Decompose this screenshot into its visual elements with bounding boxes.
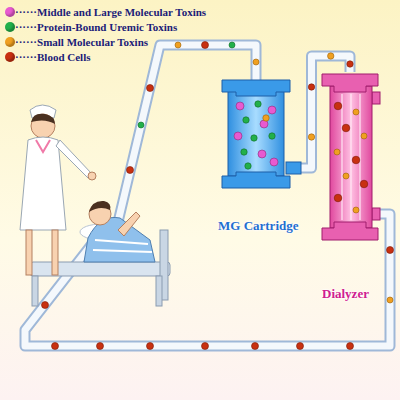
legend: ······Middle and Large Molecular Toxins ·… (5, 4, 206, 64)
legend-text: ······Protein-Bound Uremic Toxins (15, 21, 177, 33)
legend-text: ······Blood Cells (15, 51, 91, 63)
tube-particles (42, 42, 394, 350)
patient (84, 201, 155, 262)
legend-entry: ······Small Molecular Toxins (5, 34, 206, 49)
dialyzer-shape (322, 72, 378, 242)
legend-swatch (5, 7, 15, 17)
node-label: MG Cartridge (218, 218, 301, 234)
dialyzer-node: Dialyzer (322, 72, 378, 302)
legend-entry: ······Middle and Large Molecular Toxins (5, 4, 206, 19)
blood-tubes (25, 45, 390, 346)
legend-swatch (5, 52, 15, 62)
nurse (20, 105, 96, 275)
cartridge-shape (218, 78, 301, 190)
legend-swatch (5, 37, 15, 47)
node-label: Dialyzer (322, 286, 378, 302)
legend-text: ······Middle and Large Molecular Toxins (15, 6, 206, 18)
legend-entry: ······Protein-Bound Uremic Toxins (5, 19, 206, 34)
cartridge-node: MG Cartridge (218, 78, 301, 234)
legend-swatch (5, 22, 15, 32)
legend-text: ······Small Molecular Toxins (15, 36, 148, 48)
legend-entry: ······Blood Cells (5, 49, 206, 64)
